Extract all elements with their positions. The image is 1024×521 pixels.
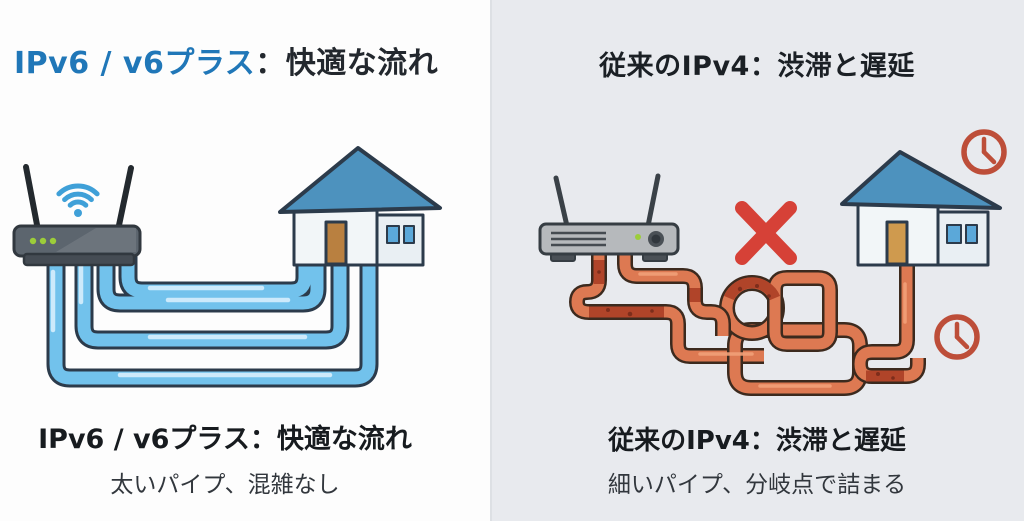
left-caption: IPv6 / v6プラス：快適な流れ 太いパイプ、混雑なし xyxy=(0,417,450,499)
right-caption-heading: 従来のIPv4：渋滞と遅延 xyxy=(608,426,906,456)
right-caption-subtext: 細いパイプ、分岐点で詰まる xyxy=(607,472,907,498)
right-panel-title: 従来のIPv4：渋滞と遅延 xyxy=(599,51,915,82)
left-panel-title: IPv6 / v6プラス：快適な流れ xyxy=(14,38,438,82)
right-caption: 従来のIPv4：渋滞と遅延 細いパイプ、分岐点で詰まる xyxy=(490,420,1024,499)
left-title-rest: ：快適な流れ xyxy=(255,46,439,81)
left-caption-heading: IPv6 / v6プラス：快適な流れ xyxy=(38,424,412,455)
left-caption-subtext: 太いパイプ、混雑なし xyxy=(110,472,340,498)
left-title-highlight: IPv6 / v6プラス xyxy=(14,46,256,81)
